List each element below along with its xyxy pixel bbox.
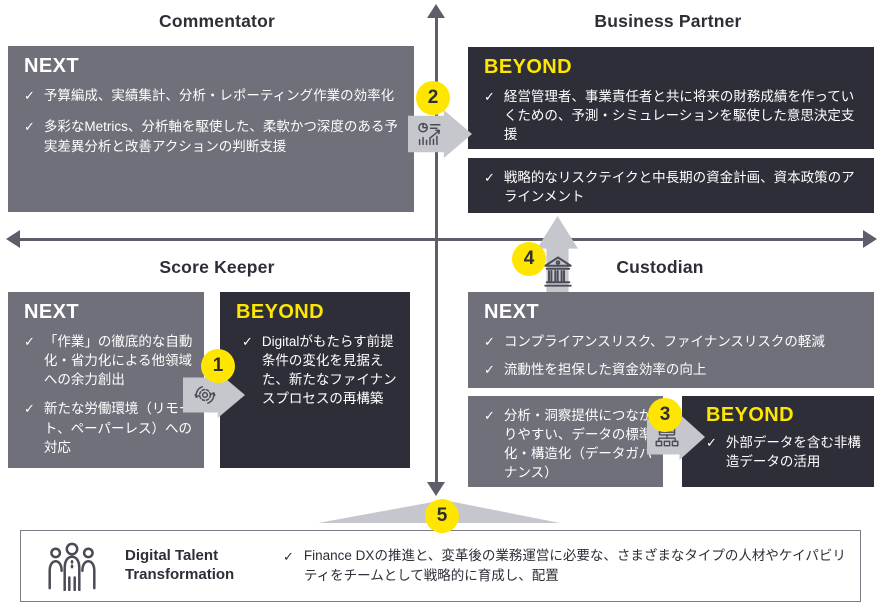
- commentator-next-box: NEXT ✓ 予算編成、実績集計、分析・レポーティング作業の効率化 ✓ 多彩なM…: [8, 46, 414, 212]
- check-icon: ✓: [24, 88, 35, 103]
- check-icon: ✓: [24, 334, 35, 349]
- check-icon: ✓: [484, 334, 495, 349]
- digital-talent-title: Digital Talent Transformation: [125, 547, 235, 583]
- check-icon: ✓: [24, 119, 35, 135]
- bullet-item: ✓ 「作業」の徹底的な自動化・省力化による他領域への余力創出: [24, 332, 194, 389]
- bullet-text: 多彩なMetrics、分析軸を駆使した、柔軟かつ深度のある予実差異分析と改善アク…: [43, 119, 398, 154]
- next-label: NEXT: [484, 301, 539, 323]
- data-structure-icon: [655, 424, 679, 447]
- people-icon: [48, 542, 96, 591]
- next-label: NEXT: [24, 301, 79, 323]
- bullet-text: Digitalがもたらす前提条件の変化を見据えた、新たなファイナンスプロセスの再…: [261, 334, 397, 407]
- bullet-item: ✓ Digitalがもたらす前提条件の変化を見据えた、新たなファイナンスプロセス…: [242, 332, 400, 409]
- bullet-item: ✓ 予算編成、実績集計、分析・レポーティング作業の効率化: [24, 86, 404, 105]
- check-icon: ✓: [484, 408, 495, 423]
- check-icon: ✓: [484, 170, 495, 185]
- bullet-text: 流動性を担保した資金効率の向上: [503, 362, 707, 378]
- digital-talent-box: Digital Talent Transformation ✓ Finance …: [20, 530, 861, 602]
- check-icon: ✓: [484, 362, 495, 378]
- quadrant-title-score-keeper: Score Keeper: [159, 257, 275, 277]
- vertical-axis-up-arrowhead-icon: [427, 4, 445, 18]
- bullet-text: 新たな労働環境（リモート、ペーパーレス）への対応: [43, 401, 193, 455]
- analytics-report-icon: [418, 122, 441, 146]
- beyond-label: BEYOND: [484, 56, 572, 78]
- bullet-text: 経営管理者、事業責任者と共に将来の財務成績を作っていくための、予測・シミュレーシ…: [503, 89, 855, 143]
- business-partner-secondary-box: ✓ 戦略的なリスクテイクと中長期の資金計画、資本政策のアラインメント: [468, 158, 874, 213]
- custodian-next-box: NEXT ✓ コンプライアンスリスク、ファイナンスリスクの軽減 ✓ 流動性を担保…: [468, 292, 874, 388]
- vertical-axis: [435, 16, 438, 484]
- marker-5-number: 5: [425, 499, 459, 533]
- bullet-item: ✓ 新たな労働環境（リモート、ペーパーレス）への対応: [24, 399, 194, 456]
- score-keeper-next-box: NEXT ✓ 「作業」の徹底的な自動化・省力化による他領域への余力創出 ✓ 新た…: [8, 292, 204, 468]
- quadrant-title-commentator: Commentator: [159, 11, 275, 31]
- bullet-item: ✓ 流動性を担保した資金効率の向上: [484, 360, 864, 379]
- marker-4-number: 4: [512, 242, 546, 276]
- bullet-item: ✓ 分析・洞察提供につながりやすい、データの標準化・構造化（データガバナンス）: [484, 406, 653, 483]
- bullet-item: ✓ コンプライアンスリスク、ファイナンスリスクの軽減: [484, 332, 864, 351]
- gear-refresh-icon: [194, 386, 216, 404]
- bullet-item: ✓ 経営管理者、事業責任者と共に将来の財務成績を作っていくための、予測・シミュレ…: [484, 87, 864, 144]
- bullet-text: Finance DXの推進と、変革後の業務運営に必要な、さまざまなタイプの人材や…: [303, 547, 846, 583]
- next-label: NEXT: [24, 55, 79, 77]
- business-partner-beyond-box: BEYOND ✓ 経営管理者、事業責任者と共に将来の財務成績を作っていくための、…: [468, 47, 874, 149]
- check-icon: ✓: [242, 334, 253, 349]
- bullet-item: ✓ 多彩なMetrics、分析軸を駆使した、柔軟かつ深度のある予実差異分析と改善…: [24, 117, 404, 155]
- bullet-text: 外部データを含む非構造データの活用: [725, 435, 861, 470]
- marker-3-number: 3: [648, 398, 682, 432]
- quadrant-title-custodian: Custodian: [616, 257, 704, 277]
- beyond-label: BEYOND: [706, 404, 794, 426]
- check-icon: ✓: [706, 435, 717, 450]
- beyond-label: BEYOND: [236, 301, 324, 323]
- check-icon: ✓: [283, 548, 294, 564]
- check-icon: ✓: [24, 401, 35, 417]
- bullet-item: ✓ 戦略的なリスクテイクと中長期の資金計画、資本政策のアラインメント: [484, 168, 864, 206]
- horizontal-axis-left-arrowhead-icon: [6, 230, 20, 248]
- bullet-text: 戦略的なリスクテイクと中長期の資金計画、資本政策のアラインメント: [503, 170, 855, 205]
- horizontal-axis: [18, 238, 866, 241]
- horizontal-axis-right-arrowhead-icon: [863, 230, 877, 248]
- quadrant-title-business-partner: Business Partner: [594, 11, 742, 31]
- bullet-item: ✓ 外部データを含む非構造データの活用: [706, 433, 864, 471]
- check-icon: ✓: [484, 89, 495, 104]
- bullet-text: 予算編成、実績集計、分析・レポーティング作業の効率化: [43, 88, 395, 103]
- bullet-text: 分析・洞察提供につながりやすい、データの標準化・構造化（データガバナンス）: [503, 408, 653, 481]
- bullet-text: コンプライアンスリスク、ファイナンスリスクの軽減: [503, 334, 825, 349]
- vertical-axis-down-arrowhead-icon: [427, 482, 445, 496]
- bullet-text: 「作業」の徹底的な自動化・省力化による他領域への余力創出: [43, 334, 193, 388]
- score-keeper-beyond-box: BEYOND ✓ Digitalがもたらす前提条件の変化を見据えた、新たなファイ…: [220, 292, 410, 468]
- marker-2-number: 2: [416, 81, 450, 115]
- bank-icon: [544, 256, 572, 287]
- custodian-data-box: ✓ 分析・洞察提供につながりやすい、データの標準化・構造化（データガバナンス）: [468, 396, 663, 487]
- marker-1-number: 1: [201, 349, 235, 383]
- custodian-beyond-box: BEYOND ✓ 外部データを含む非構造データの活用: [682, 396, 874, 487]
- bullet-item: ✓ Finance DXの推進と、変革後の業務運営に必要な、さまざまなタイプの人…: [283, 546, 846, 587]
